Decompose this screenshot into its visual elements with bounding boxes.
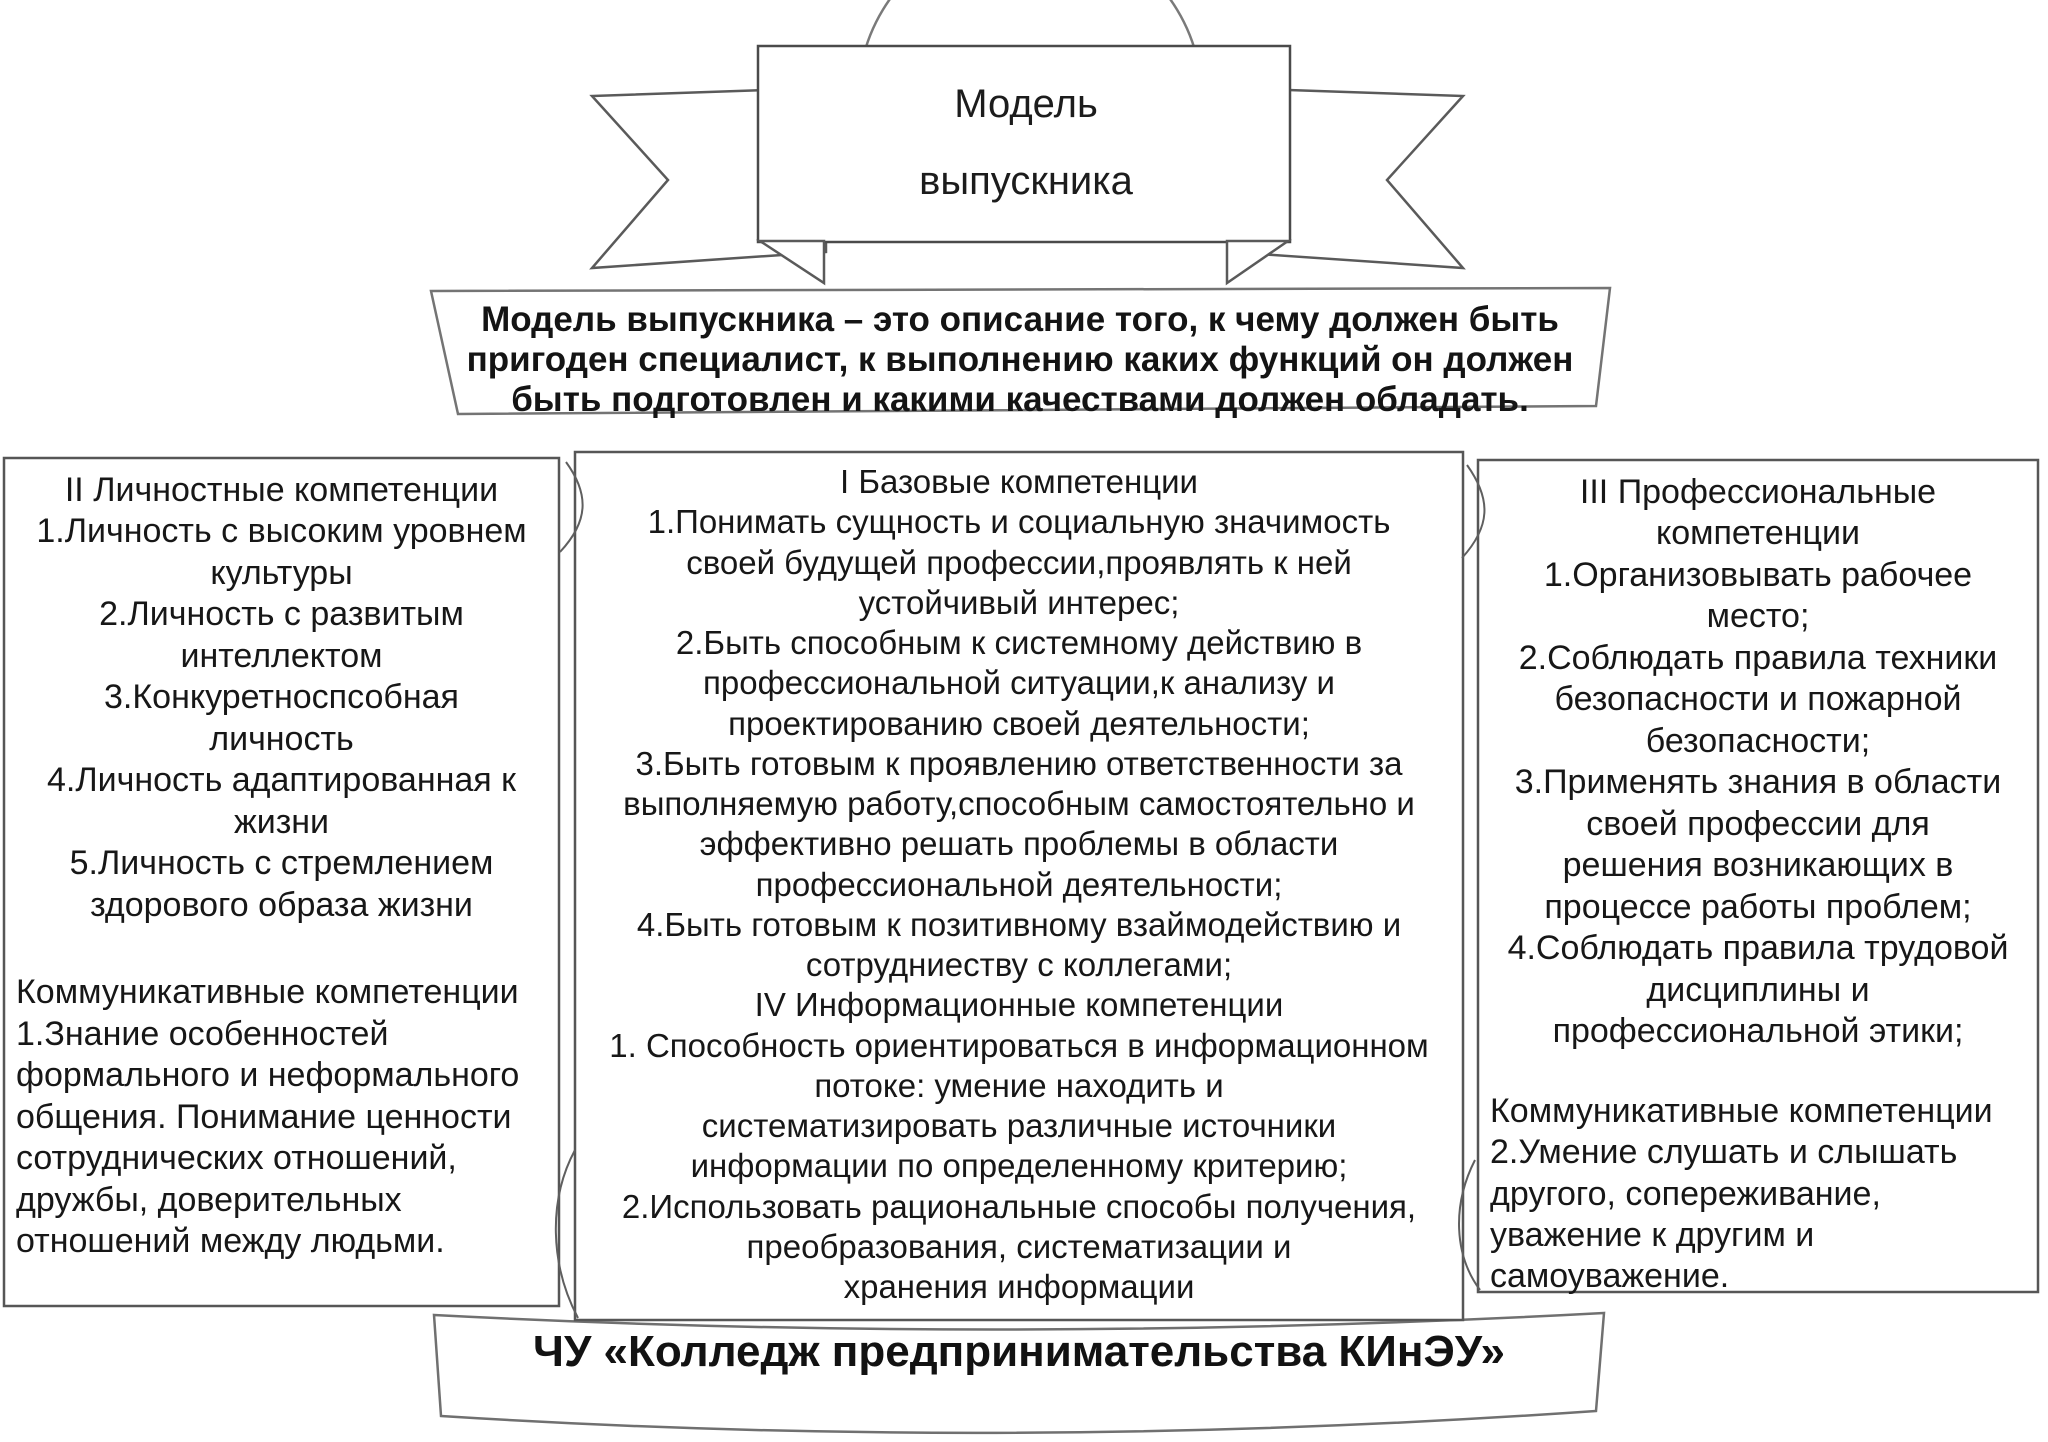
base-information-block: IV Информационные компетенции 1. Способн… [589,985,1449,1307]
panel-personal-shape [2,456,561,1308]
personal-item: 5.Личность с стремлением здорового образ… [69,844,494,924]
professional-item: 2.Соблюдать правила техники безопасности… [1518,638,1998,760]
professional-subheading: Коммуникативные компетенции [1490,1091,1993,1130]
panel-professional-competencies: III Профессиональные компетенции 1.Орган… [1478,460,2038,1295]
personal-main-block: II Личностные компетенции 1.Личность с в… [16,470,547,926]
scroll-curl-top-left-gap [559,461,584,553]
base-item: 4.Быть готовым к позитивному взаймодейст… [636,905,1402,983]
base-heading: I Базовые компетенции [840,463,1198,500]
panel-personal-competencies: II Личностные компетенции 1.Личность с в… [4,458,559,1306]
professional-communicative-block: Коммуникативные компетенции 2.Умение слу… [1490,1091,2026,1298]
panel-professional-shape [1476,458,2040,1294]
panel-base-competencies: I Базовые компетенции 1.Понимать сущност… [575,452,1463,1320]
diagram-title-line1: Модель [954,82,1098,126]
personal-item: 4.Личность адаптированная к жизни [46,761,517,841]
ribbon-fold-right [1225,239,1293,286]
base-subitem: 1. Способность ориентироваться в информа… [609,1026,1429,1185]
diagram-title-line2: выпускника [919,159,1133,203]
base-item: 1.Понимать сущность и социальную значимо… [647,503,1391,621]
professional-main-block: III Профессиональные компетенции 1.Орган… [1490,472,2026,1053]
scroll-curl-bottom-right-gap [1458,1159,1481,1291]
footer-college-name: ЧУ «Колледж предпринимательства КИнЭУ» [533,1327,1505,1376]
definition-line: Модель выпускника – это описание того, к… [481,300,1559,339]
definition-banner: Модель выпускника – это описание того, к… [440,300,1600,420]
definition-line: быть подготовлен и какими качествами дол… [511,380,1529,419]
base-subheading: IV Информационные компетенции [754,986,1284,1024]
scroll-curl-bottom-left-gap [554,1149,579,1319]
personal-heading: II Личностные компетенции [64,471,499,509]
base-main-block: I Базовые компетенции 1.Понимать сущност… [589,462,1449,985]
base-subitem: 2.Использовать рациональные способы полу… [621,1187,1417,1306]
personal-item: 2.Личность с развитым интеллектом [99,595,464,675]
definition-banner-shape [429,286,1612,416]
professional-item: 3.Применять знания в области своей профе… [1514,763,2002,926]
professional-item: 4.Соблюдать правила трудовой дисциплины … [1507,929,2009,1051]
title-ribbon-rect [756,44,1292,244]
personal-communicative-block: Коммуникативные компетенции 1.Знание осо… [16,972,547,1262]
professional-subitem: 2.Умение слушать и слышать другого, сопе… [1490,1133,1958,1296]
personal-subitem: 1.Знание особенностей формального и нефо… [16,1014,520,1260]
title-ribbon: Модель выпускника [760,82,1292,204]
professional-heading: III Профессиональные компетенции [1579,473,1937,553]
professional-item: 1.Организовывать рабочее место; [1543,555,1973,636]
personal-item: 1.Личность с высоким уровнем культуры [36,512,527,592]
base-item: 2.Быть способным к системному действию в… [675,624,1363,742]
scroll-curl-top-right-gap [1461,464,1486,559]
panel-base-shape [573,450,1465,1322]
definition-line: пригоден специалист, к выполнению каких … [466,340,1574,379]
personal-item: 3.Конкуретноспсобная личность [104,678,459,758]
footer-banner-shape [432,1311,1606,1435]
ribbon-fold-left [755,239,826,286]
base-item: 3.Быть готовым к проявлению ответственно… [623,744,1415,903]
personal-subheading: Коммуникативные компетенции [16,973,519,1012]
